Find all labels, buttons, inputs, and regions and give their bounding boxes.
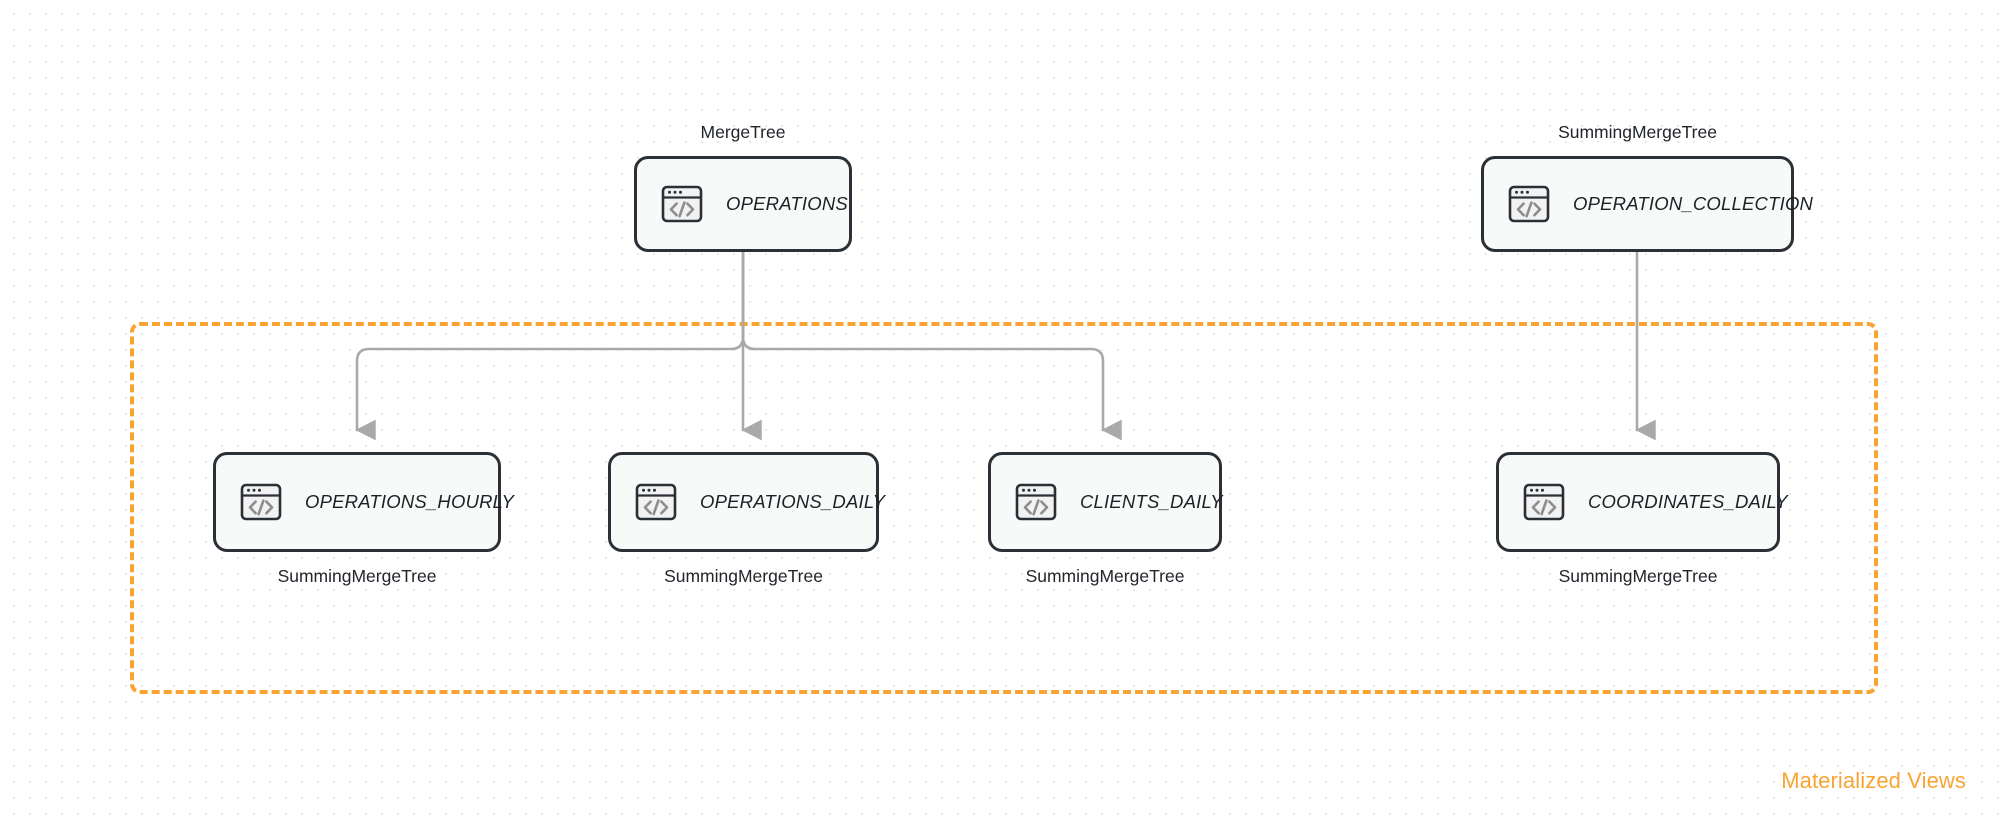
node-clients-daily-label: CLIENTS_DAILY (1080, 491, 1223, 512)
node-operation-collection-label: OPERATION_COLLECTION (1573, 193, 1814, 214)
node-operations-hourly[interactable]: OPERATIONS_HOURLY SummingMergeTree (213, 452, 514, 586)
node-operations-hourly-label: OPERATIONS_HOURLY (305, 491, 515, 512)
node-operations-hourly-box[interactable]: OPERATIONS_HOURLY (213, 452, 514, 552)
node-clients-daily[interactable]: CLIENTS_DAILY SummingMergeTree (988, 452, 1223, 586)
node-operation-collection-engine-label: SummingMergeTree (1558, 122, 1717, 142)
node-coordinates-daily-box[interactable]: COORDINATES_DAILY (1496, 452, 1788, 552)
node-operations-daily-engine-label: SummingMergeTree (664, 566, 823, 586)
code-window-icon (1508, 185, 1550, 223)
node-operations-box[interactable]: OPERATIONS (634, 156, 852, 252)
node-operations-daily-box[interactable]: OPERATIONS_DAILY (608, 452, 885, 552)
code-window-icon (1523, 483, 1565, 521)
node-clients-daily-engine-label: SummingMergeTree (1025, 566, 1185, 586)
node-operation-collection[interactable]: SummingMergeTree OPERATION_COLLECTION (1481, 122, 1813, 252)
code-window-icon (240, 483, 282, 521)
node-operations-daily[interactable]: OPERATIONS_DAILY SummingMergeTree (608, 452, 885, 586)
code-window-icon (1015, 483, 1057, 521)
node-coordinates-daily-engine-label: SummingMergeTree (1558, 566, 1718, 586)
node-coordinates-daily[interactable]: COORDINATES_DAILY SummingMergeTree (1496, 452, 1788, 586)
code-window-icon (661, 185, 703, 223)
code-window-icon (635, 483, 677, 521)
node-operations-hourly-engine-label: SummingMergeTree (277, 566, 437, 586)
node-operations[interactable]: MergeTree OPERATIONS (634, 122, 852, 252)
node-operation-collection-box[interactable]: OPERATION_COLLECTION (1481, 156, 1813, 252)
node-operations-daily-label: OPERATIONS_DAILY (700, 491, 886, 512)
node-operations-engine-label: MergeTree (700, 122, 786, 142)
node-coordinates-daily-label: COORDINATES_DAILY (1588, 491, 1788, 512)
materialized-views-label: Materialized Views (1781, 768, 1966, 793)
node-clients-daily-box[interactable]: CLIENTS_DAILY (988, 452, 1223, 552)
node-operations-label: OPERATIONS (726, 193, 848, 214)
